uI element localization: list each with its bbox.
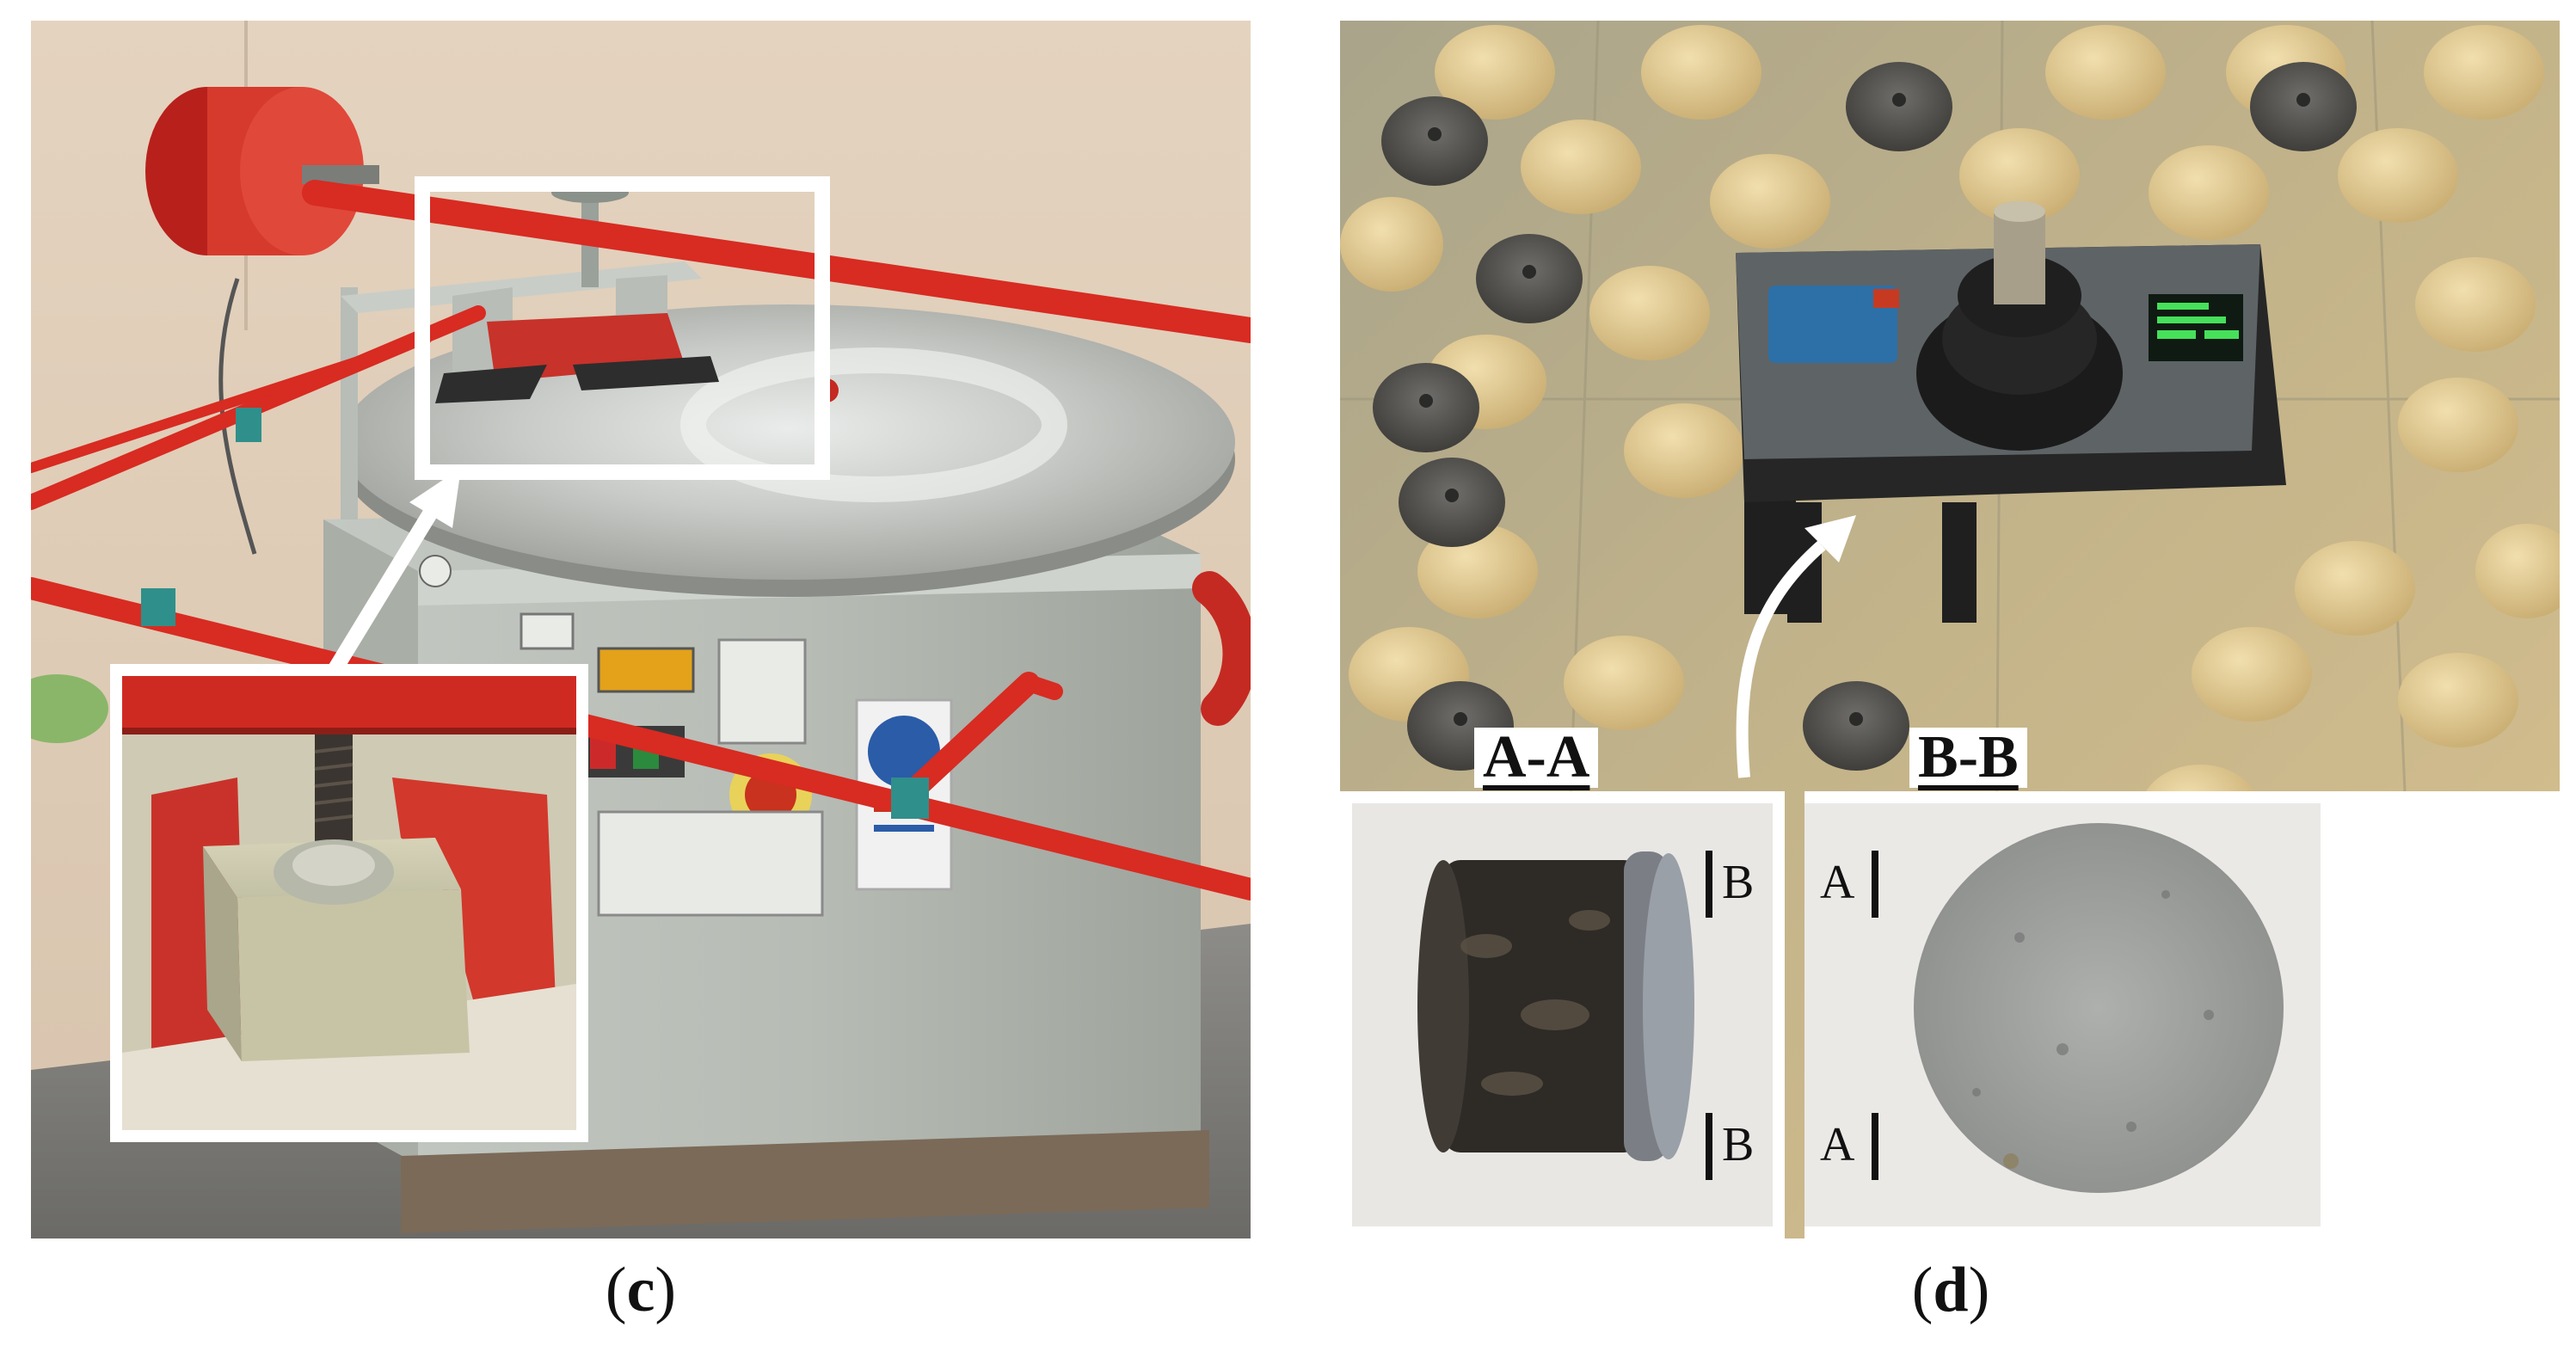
core-side-view-image [1352,803,1773,1226]
core-side-view-inset [1340,791,1785,1238]
panel-d-label: d [1933,1255,1969,1325]
core-face-view-image [1804,803,2560,1226]
cut-mark-bar [1706,851,1712,918]
panel-c-caption: (c) [605,1255,677,1325]
panel-c-label: c [626,1255,655,1325]
section-bb-label: B-B [1909,728,2027,788]
cut-mark-bar [1706,1113,1712,1180]
cut-mark-bar [1872,851,1878,918]
section-aa-label: A-A [1474,728,1599,788]
cut-mark-bar [1872,1113,1878,1180]
panel-d-caption: (d) [1911,1255,1990,1325]
photo-abrasion-machine [31,21,1251,1238]
cut-mark-label: A [1820,856,1855,909]
cut-mark-label: B [1722,856,1755,909]
cut-mark-label: A [1820,1118,1855,1171]
core-face-view-inset [1804,791,2560,1238]
cut-mark-label: B [1722,1118,1755,1171]
abrasion-machine-illustration [31,21,1251,1238]
photo-pull-off-tester: A-A B-B B B A A [1340,21,2560,1238]
